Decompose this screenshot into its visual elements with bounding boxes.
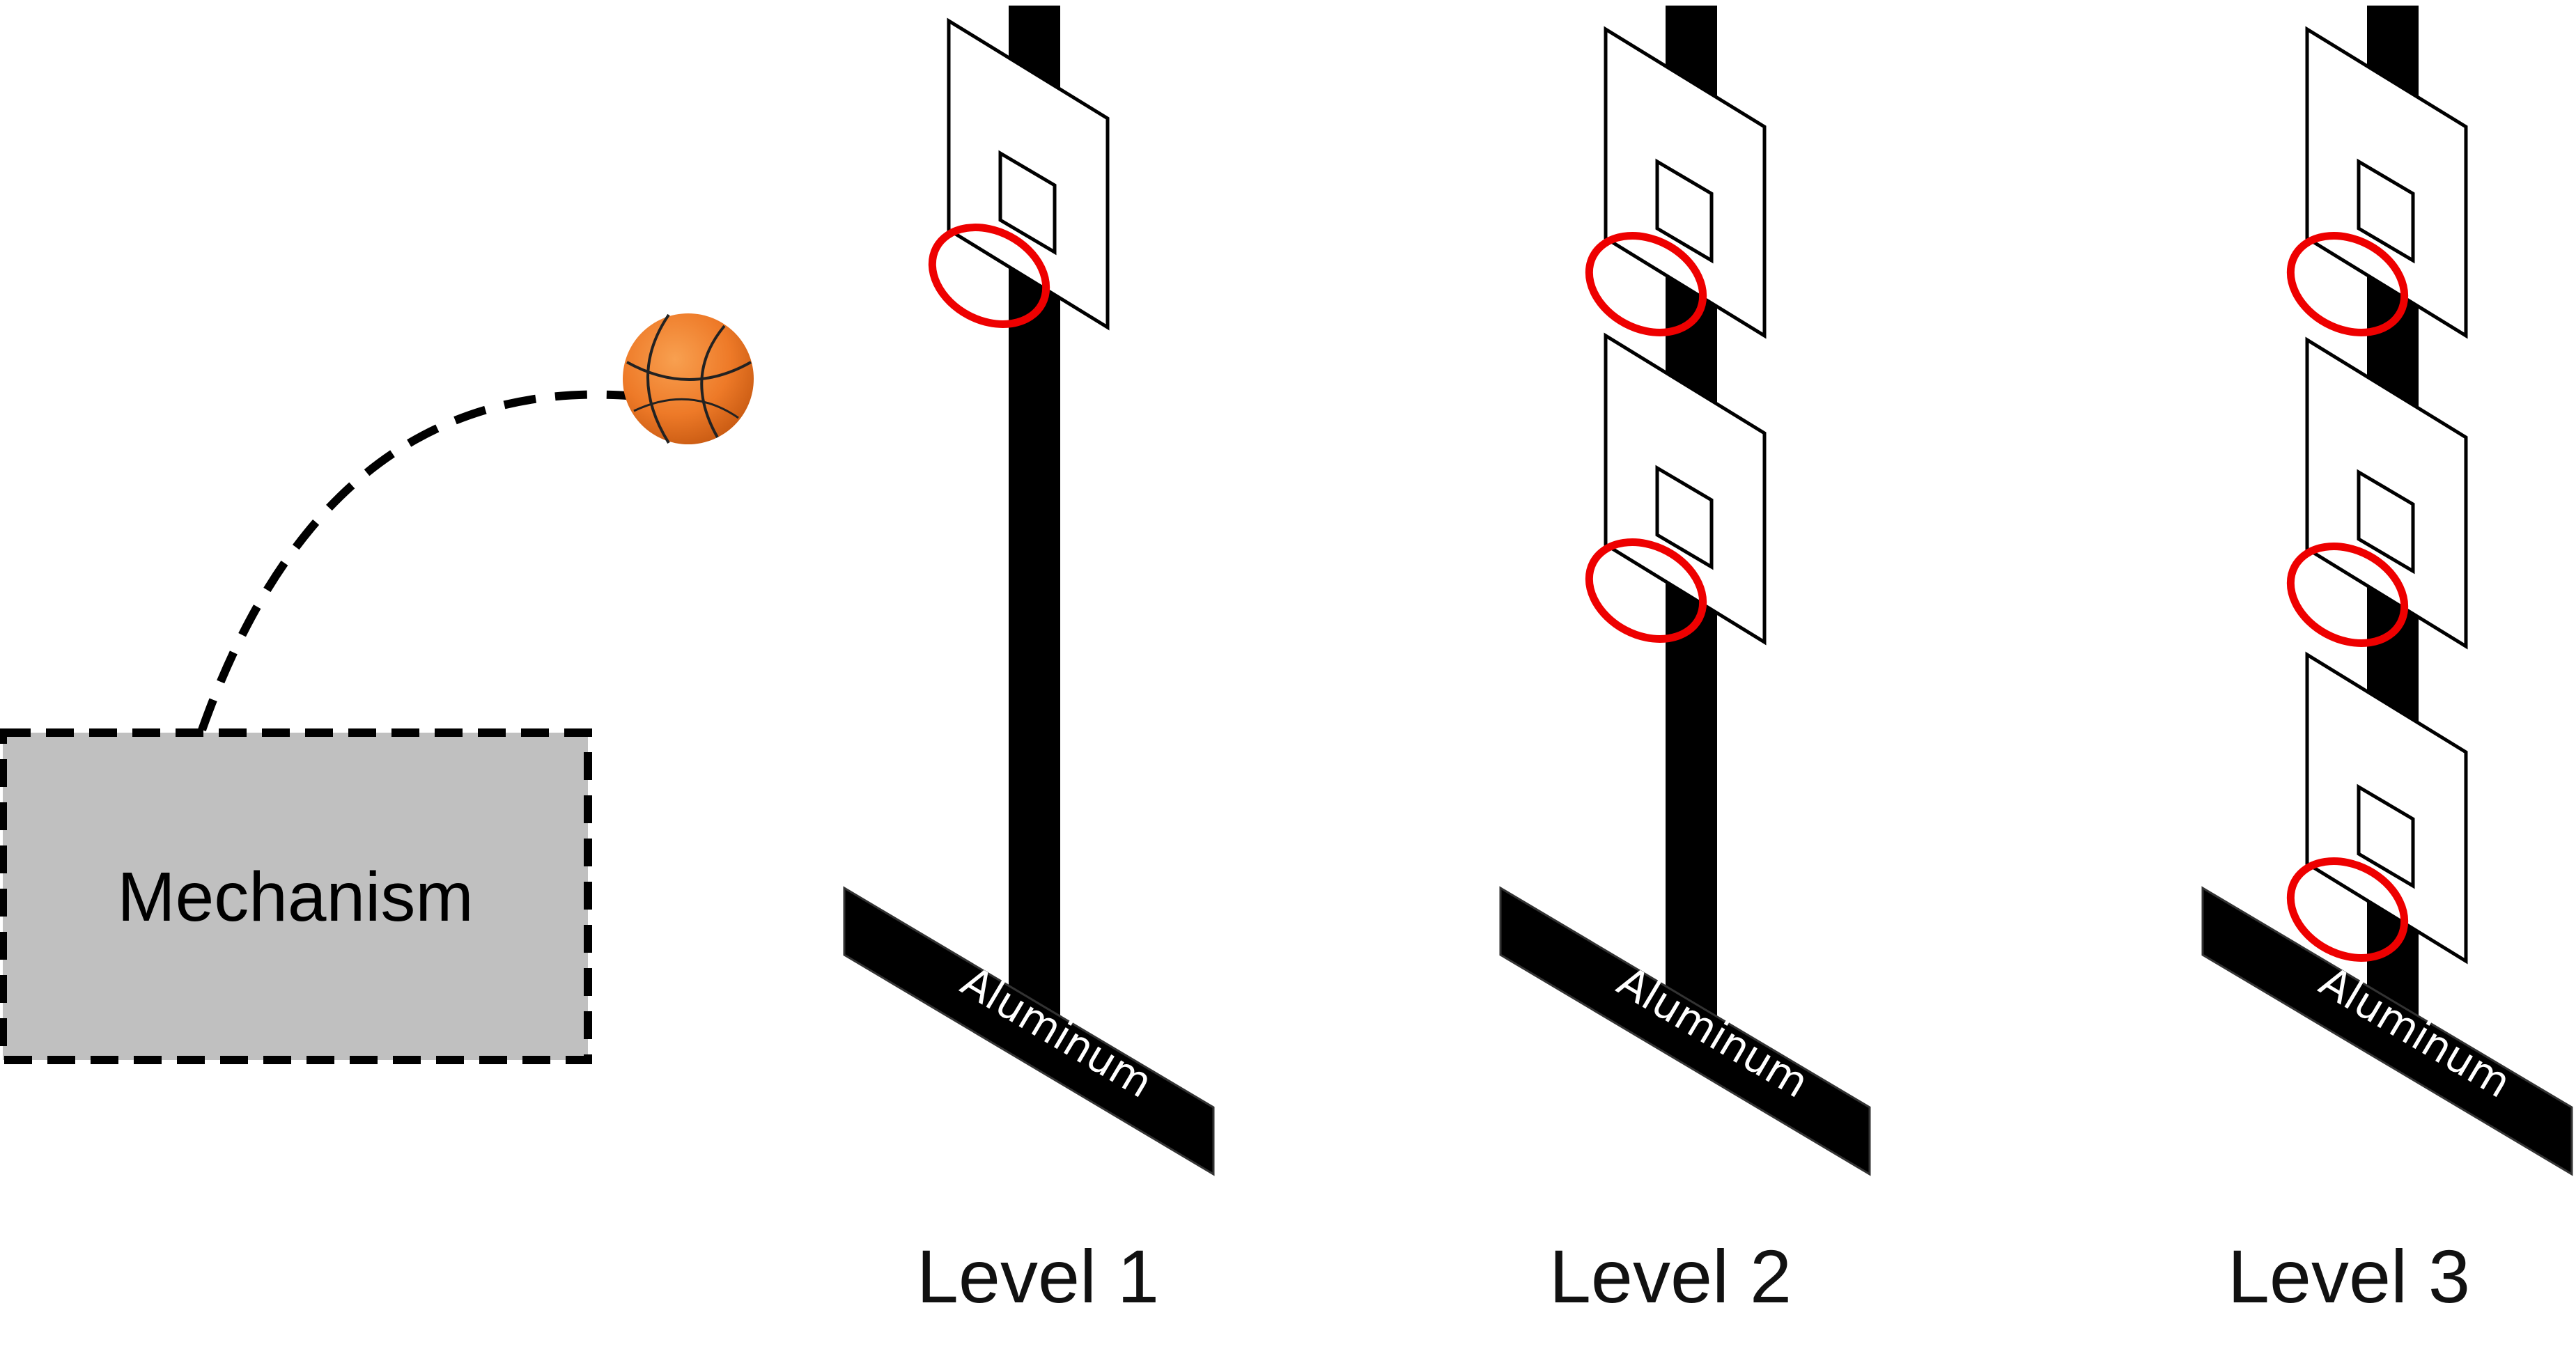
- mechanism-box: Mechanism: [0, 728, 592, 1064]
- backboard: [2305, 336, 2468, 650]
- backboard: [1604, 332, 1767, 646]
- backboard: [947, 17, 1110, 331]
- backboard-target-square: [2357, 784, 2415, 889]
- rim: [2286, 543, 2409, 647]
- level-label: Level 1: [917, 1234, 1159, 1318]
- backboard-target-square: [2357, 469, 2415, 575]
- rim: [2286, 232, 2409, 336]
- rim: [2286, 857, 2409, 962]
- level-label: Level 3: [2228, 1234, 2470, 1318]
- rim: [928, 224, 1050, 328]
- backboard-target-square: [998, 150, 1057, 256]
- backboard: [2305, 26, 2468, 339]
- backboard: [2305, 651, 2468, 965]
- level-label: Level 2: [1549, 1234, 1792, 1318]
- basketball-icon: [623, 313, 754, 444]
- rim: [1585, 232, 1707, 336]
- ball-trajectory: [198, 390, 628, 732]
- backboard-target-square: [1655, 465, 1714, 570]
- backboard-target-square: [2357, 158, 2415, 264]
- backboard-target-square: [1655, 158, 1714, 264]
- rim: [1585, 538, 1707, 643]
- mechanism-label: Mechanism: [117, 858, 473, 936]
- backboard: [1604, 26, 1767, 339]
